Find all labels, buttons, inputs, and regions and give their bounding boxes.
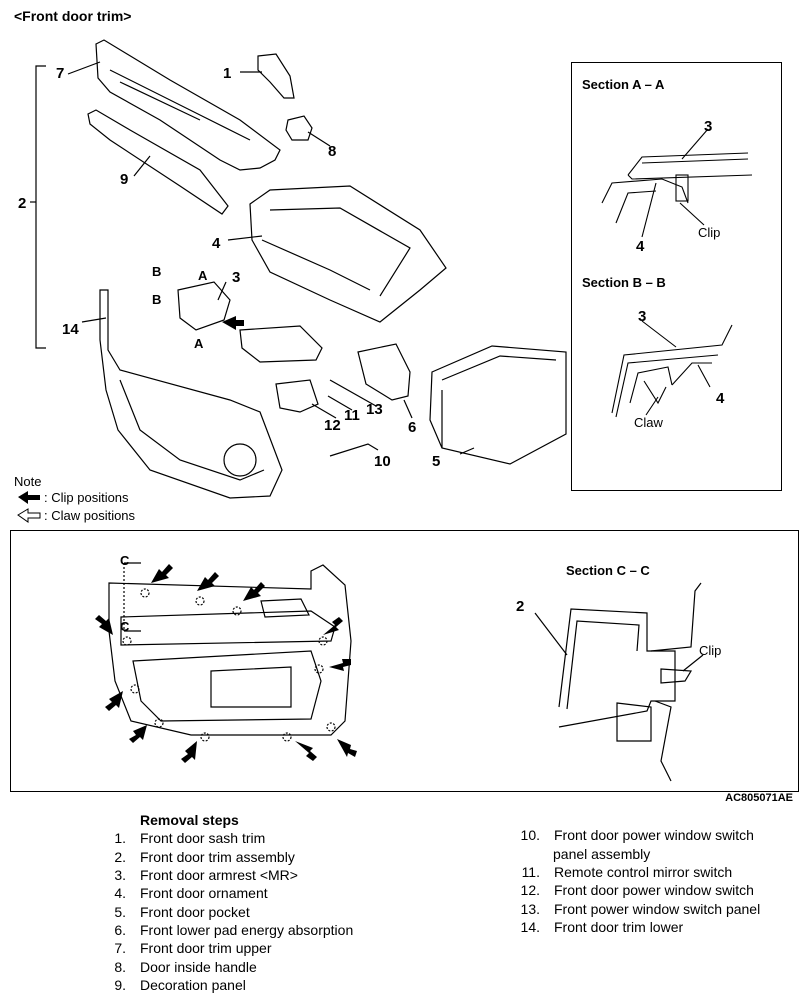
callout-5: 5 (432, 453, 440, 470)
removal-step: 7.Front door trim upper (114, 940, 272, 956)
callout-9: 9 (120, 171, 128, 188)
figure-code: AC805071AE (725, 792, 793, 804)
note-clip-label: : Clip positions (44, 490, 129, 505)
section-cc-num2: 2 (516, 598, 524, 615)
pocket-part (429, 345, 567, 465)
section-bb-claw: Claw (634, 415, 664, 430)
ornament-part (249, 185, 447, 323)
switch-panel-part (275, 379, 319, 413)
callout-4: 4 (212, 235, 221, 252)
clip-positions-box: Section C – C (10, 530, 799, 792)
callout-1: 1 (223, 65, 231, 82)
section-mark-c2: C (120, 619, 130, 634)
assembly-bracket (35, 65, 46, 349)
page-title: <Front door trim> (14, 8, 132, 24)
callout-12: 12 (324, 417, 341, 434)
callout-6: 6 (408, 419, 416, 436)
removal-step: 14.Front door trim lower (520, 919, 684, 935)
section-mark-a1: A (198, 268, 208, 283)
section-mark-b1: B (152, 264, 161, 279)
decoration-panel-part (87, 109, 229, 215)
inside-handle-part (285, 115, 313, 141)
removal-step: 10.Front door power window switch (520, 827, 754, 843)
trim-upper-part (95, 39, 281, 171)
removal-step-continuation: panel assembly (553, 846, 651, 862)
callout-13: 13 (366, 401, 383, 418)
section-mark-a2: A (194, 336, 204, 351)
removal-step: 2.Front door trim assembly (114, 849, 295, 865)
callout-3: 3 (232, 269, 240, 286)
section-cc-title: Section C – C (566, 563, 650, 578)
section-ab-drawing: 3 4 Clip 3 4 Claw (601, 118, 753, 430)
claw-legend-arrow-icon (17, 508, 41, 523)
callout-14: 14 (62, 321, 79, 338)
callout-11: 11 (344, 407, 360, 424)
door-panel-outline (108, 564, 352, 736)
clip-positions-drawing: C C 2 Clip (95, 553, 721, 782)
clip-legend-arrow-icon (18, 491, 40, 504)
section-aa-clip: Clip (698, 225, 720, 240)
removal-step: 8.Door inside handle (114, 959, 257, 975)
clip-arrow-icon (222, 316, 244, 330)
section-ab-box: Section A – A Section B – B 3 4 Clip 3 4… (571, 62, 782, 491)
removal-step: 6.Front lower pad energy absorption (114, 922, 354, 938)
section-bb-num3: 3 (638, 308, 646, 325)
trim-lower-part (99, 289, 283, 499)
section-mark-c1: C (120, 553, 130, 568)
callout-10: 10 (374, 453, 391, 470)
armrest-part (177, 281, 231, 331)
section-bb-title: Section B – B (582, 275, 666, 290)
callout-8: 8 (328, 143, 336, 160)
callout-2: 2 (18, 195, 26, 212)
removal-step: 13.Front power window switch panel (520, 901, 761, 917)
section-aa-title: Section A – A (582, 77, 665, 92)
note-heading: Note (14, 474, 42, 489)
section-mark-b2: B (152, 292, 161, 307)
section-bb-num4: 4 (716, 390, 725, 407)
removal-step: 11.Remote control mirror switch (521, 864, 733, 880)
section-cc-clip: Clip (699, 643, 721, 658)
section-aa-num3: 3 (704, 118, 712, 135)
removal-step: 5.Front door pocket (114, 904, 250, 920)
removal-steps-heading: Removal steps (140, 812, 239, 828)
removal-step: 9.Decoration panel (114, 977, 246, 993)
removal-step: 3.Front door armrest <MR> (114, 867, 298, 883)
removal-step: 1.Front door sash trim (114, 830, 266, 846)
note-claw-label: : Claw positions (44, 508, 136, 523)
callout-7: 7 (56, 65, 64, 82)
sash-trim-part (257, 53, 295, 99)
pad-part (357, 343, 411, 401)
section-aa-num4: 4 (636, 238, 645, 255)
removal-step: 12.Front door power window switch (520, 882, 754, 898)
removal-step: 4.Front door ornament (114, 885, 268, 901)
